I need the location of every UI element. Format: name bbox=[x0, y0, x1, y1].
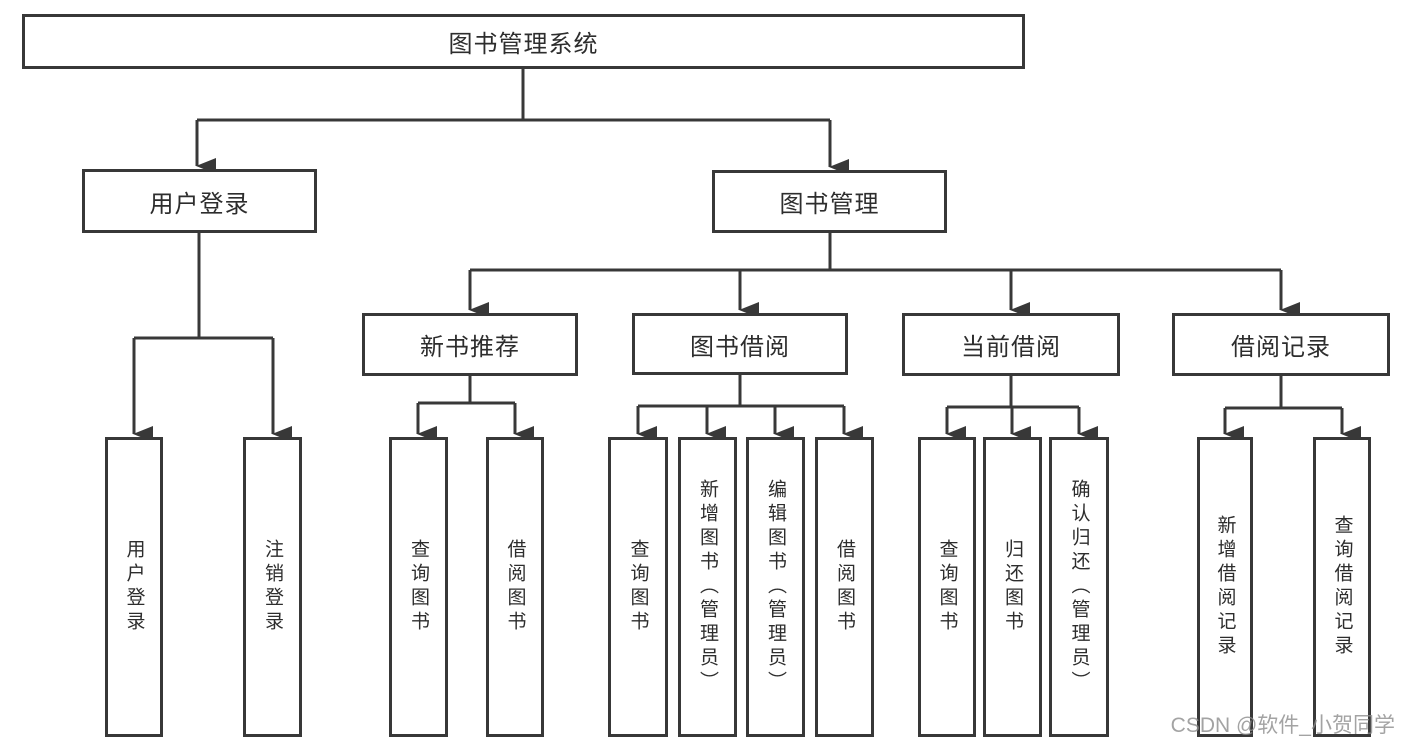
leaf-edit-books-admin: 编辑图书（管理员） bbox=[746, 437, 805, 737]
leaf-user-login: 用户登录 bbox=[105, 437, 163, 737]
leaf-query-books-borrow-label: 查询图书 bbox=[627, 539, 649, 635]
leaf-query-books-recommend: 查询图书 bbox=[389, 437, 448, 737]
leaf-return-books: 归还图书 bbox=[983, 437, 1042, 737]
leaf-logout-label: 注销登录 bbox=[262, 539, 283, 635]
leaf-borrow-books-recommend: 借阅图书 bbox=[486, 437, 544, 737]
leaf-query-books-borrow: 查询图书 bbox=[608, 437, 668, 737]
leaf-query-borrow-record-label: 查询借阅记录 bbox=[1331, 515, 1353, 659]
node-book-borrow: 图书借阅 bbox=[632, 313, 848, 375]
node-root-system: 图书管理系统 bbox=[22, 14, 1025, 69]
node-new-book-recommend: 新书推荐 bbox=[362, 313, 578, 376]
leaf-borrow-books-label: 借阅图书 bbox=[834, 539, 855, 635]
leaf-borrow-books-recommend-label: 借阅图书 bbox=[504, 539, 526, 635]
leaf-query-books-recommend-label: 查询图书 bbox=[408, 539, 429, 635]
leaf-query-books-current: 查询图书 bbox=[918, 437, 976, 737]
node-current-borrow: 当前借阅 bbox=[902, 313, 1120, 376]
leaf-return-books-label: 归还图书 bbox=[1002, 539, 1023, 635]
leaf-add-borrow-record-label: 新增借阅记录 bbox=[1214, 515, 1236, 659]
leaf-confirm-return-admin-label: 确认归还（管理员） bbox=[1068, 479, 1090, 695]
leaf-add-books-admin: 新增图书（管理员） bbox=[678, 437, 737, 737]
leaf-confirm-return-admin: 确认归还（管理员） bbox=[1049, 437, 1109, 737]
leaf-query-borrow-record: 查询借阅记录 bbox=[1313, 437, 1371, 737]
csdn-watermark: CSDN @软件_小贺同学 bbox=[1170, 714, 1395, 737]
leaf-query-books-current-label: 查询图书 bbox=[936, 539, 958, 635]
leaf-add-borrow-record: 新增借阅记录 bbox=[1197, 437, 1253, 737]
node-book-management: 图书管理 bbox=[712, 170, 947, 233]
node-user-login: 用户登录 bbox=[82, 169, 317, 233]
leaf-edit-books-admin-label: 编辑图书（管理员） bbox=[765, 479, 786, 695]
leaf-logout: 注销登录 bbox=[243, 437, 302, 737]
leaf-add-books-admin-label: 新增图书（管理员） bbox=[697, 479, 718, 695]
leaf-user-login-label: 用户登录 bbox=[123, 539, 145, 635]
node-borrow-record: 借阅记录 bbox=[1172, 313, 1390, 376]
leaf-borrow-books: 借阅图书 bbox=[815, 437, 874, 737]
